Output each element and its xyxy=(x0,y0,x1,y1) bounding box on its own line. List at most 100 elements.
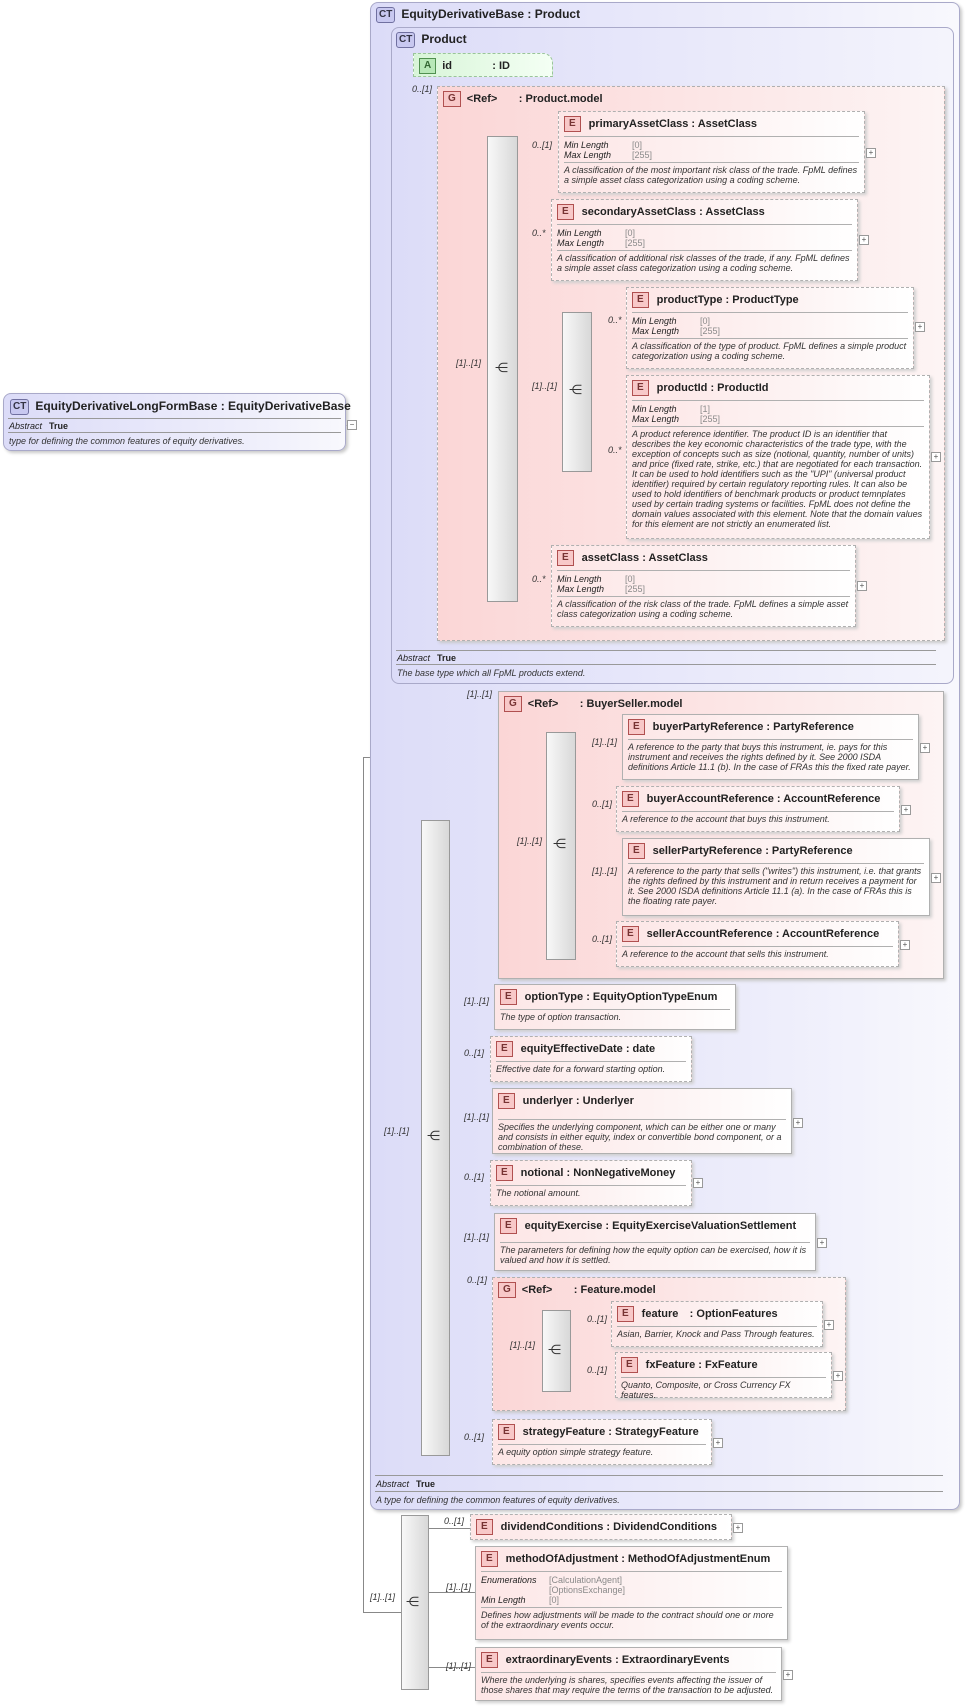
element-description: Asian, Barrier, Knock and Pass Through f… xyxy=(617,1329,815,1339)
element-type: : DividendConditions xyxy=(606,1520,718,1533)
element-name: dividendConditions xyxy=(500,1520,604,1533)
product-type-name: Product xyxy=(421,32,467,47)
element-description: A equity option simple strategy feature. xyxy=(498,1447,654,1457)
plus-expand-icon[interactable]: + xyxy=(713,1438,723,1448)
element-icon: E xyxy=(564,116,581,132)
cardinality: 0..[1] xyxy=(467,1275,488,1285)
cardinality: [1]..[1] xyxy=(464,996,490,1006)
cardinality: 0..* xyxy=(608,445,622,455)
base-type-name: EquityDerivativeBase : Product xyxy=(401,7,581,22)
cardinality: [1]..[1] xyxy=(446,1582,472,1592)
element-description: Specifies the underlying component, whic… xyxy=(498,1122,782,1152)
plus-expand-icon[interactable]: + xyxy=(900,940,910,950)
plus-expand-icon[interactable]: + xyxy=(833,1371,843,1381)
plus-expand-icon[interactable]: + xyxy=(915,322,925,332)
element-name: primaryAssetClass xyxy=(588,117,689,130)
element-icon: E xyxy=(622,926,639,942)
element-description: The type of option transaction. xyxy=(500,1012,622,1022)
sequence-compositor[interactable] xyxy=(401,1515,429,1690)
group-name: : BuyerSeller.model xyxy=(579,697,683,710)
cardinality: 0..[1] xyxy=(464,1172,485,1182)
choice-compositor[interactable] xyxy=(562,312,592,472)
plus-expand-icon[interactable]: + xyxy=(859,235,869,245)
element-type: : PartyReference xyxy=(766,720,854,733)
plus-expand-icon[interactable]: + xyxy=(866,148,876,158)
plus-expand-icon[interactable]: + xyxy=(857,581,867,591)
abstract-label: Abstract xyxy=(9,421,43,431)
element-name: buyerPartyReference xyxy=(652,720,764,733)
element-name: equityExercise xyxy=(524,1219,603,1232)
element-name: equityEffectiveDate xyxy=(520,1042,623,1055)
element-description: The parameters for defining how the equi… xyxy=(500,1245,807,1265)
element-icon: E xyxy=(617,1306,634,1322)
element-type: : AssetClass xyxy=(691,117,758,130)
base-description: A type for defining the common features … xyxy=(376,1495,620,1505)
element-icon: E xyxy=(481,1551,498,1567)
plus-expand-icon[interactable]: + xyxy=(793,1118,803,1128)
group-name: : Feature.model xyxy=(573,1283,656,1296)
sequence-icon: ⋲ xyxy=(406,1594,419,1609)
cardinality: [1]..[1] xyxy=(592,866,618,876)
connector xyxy=(363,1612,401,1613)
plus-expand-icon[interactable]: + xyxy=(733,1523,743,1533)
element-icon: E xyxy=(476,1519,493,1535)
plus-expand-icon[interactable]: + xyxy=(931,452,941,462)
cardinality: 0..[1] xyxy=(587,1314,608,1324)
element-icon: E xyxy=(557,204,574,220)
connector xyxy=(429,1528,475,1529)
group-ref: <Ref> xyxy=(527,697,559,710)
plus-expand-icon[interactable]: + xyxy=(920,743,930,753)
element-description: A reference to the party that buys this … xyxy=(628,742,911,772)
cardinality: [1]..[1] xyxy=(510,1340,536,1350)
plus-expand-icon[interactable]: + xyxy=(931,873,941,883)
plus-expand-icon[interactable]: + xyxy=(783,1670,793,1680)
sequence-compositor[interactable] xyxy=(421,820,450,1456)
cardinality: [1]..[1] xyxy=(370,1592,396,1602)
plus-expand-icon[interactable]: + xyxy=(824,1320,834,1330)
element-description: Quanto, Composite, or Cross Currency FX … xyxy=(621,1380,791,1400)
minus-collapse-icon[interactable]: − xyxy=(347,420,357,430)
abstract-label: Abstract xyxy=(376,1479,410,1489)
plus-expand-icon[interactable]: + xyxy=(817,1238,827,1248)
cardinality: [1]..[1] xyxy=(464,1112,490,1122)
element-icon: E xyxy=(622,791,639,807)
attribute-icon: A xyxy=(419,58,437,74)
sequence-compositor[interactable] xyxy=(546,732,576,960)
element-type: : date xyxy=(625,1042,656,1055)
cardinality: 0..[1] xyxy=(532,140,553,150)
group-ref: <Ref> xyxy=(521,1283,553,1296)
element-description: A reference to the party that sells ("wr… xyxy=(628,866,922,906)
sequence-icon: ⋲ xyxy=(495,360,508,375)
element-icon: E xyxy=(498,1424,515,1440)
sequence-compositor[interactable] xyxy=(542,1310,571,1392)
complex-type-icon: CT xyxy=(10,399,30,415)
element-icon: E xyxy=(498,1093,515,1109)
plus-expand-icon[interactable]: + xyxy=(901,805,911,815)
group-ref: <Ref> xyxy=(466,92,498,105)
sequence-compositor[interactable] xyxy=(487,136,518,602)
plus-expand-icon[interactable]: + xyxy=(693,1178,703,1188)
element-name: extraordinaryEvents xyxy=(505,1653,613,1666)
